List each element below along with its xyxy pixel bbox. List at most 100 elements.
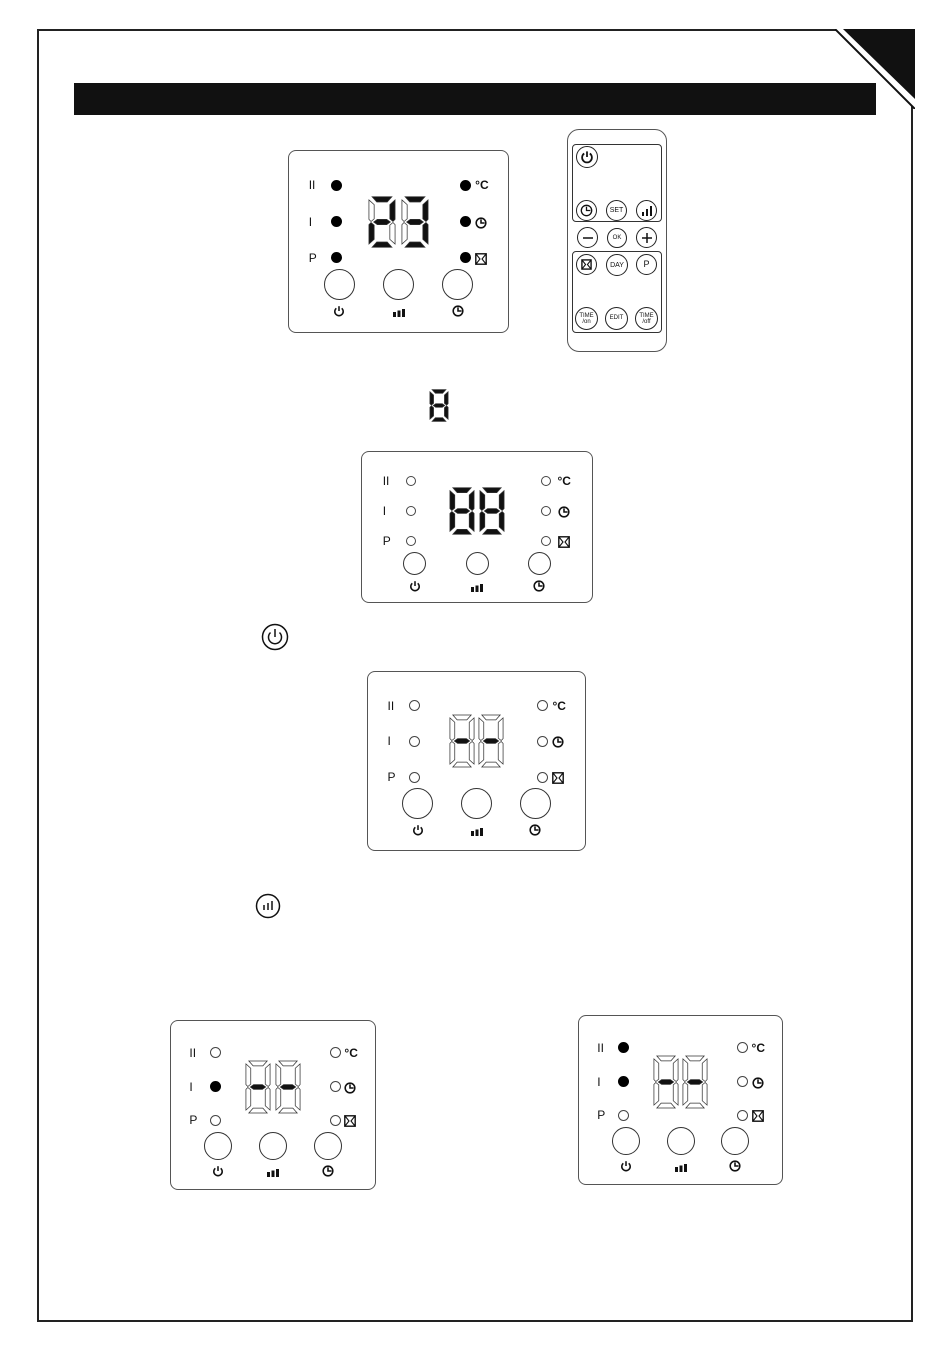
power-button[interactable] <box>403 552 426 575</box>
segment-c <box>390 222 395 244</box>
window-icon <box>344 1115 356 1127</box>
led-level2 <box>210 1047 221 1058</box>
segment-g <box>280 1084 295 1089</box>
fan-button[interactable] <box>667 1127 695 1155</box>
remote-time-off-button[interactable]: TIME /off <box>635 307 658 330</box>
segment-d <box>432 418 446 422</box>
remote-plus-button[interactable] <box>636 227 657 248</box>
display-digit <box>479 486 505 541</box>
segment-b <box>673 1058 678 1081</box>
segment-f <box>276 1063 281 1086</box>
segment-a <box>482 715 500 720</box>
timer-icon <box>529 824 541 836</box>
timer-indicator <box>344 1081 356 1099</box>
segment-e <box>653 1082 658 1105</box>
fan-button[interactable] <box>259 1132 287 1160</box>
led-timer <box>330 1081 341 1092</box>
segment-g <box>484 508 499 513</box>
segment-f <box>479 718 484 741</box>
remote-fan-button[interactable] <box>636 200 657 221</box>
segment-c <box>469 742 474 765</box>
led-level1 <box>406 506 416 516</box>
led-window <box>541 536 551 546</box>
led-program <box>331 252 342 263</box>
display-digit <box>401 195 429 254</box>
timer-icon <box>558 506 570 518</box>
segment-b <box>469 718 474 741</box>
remote-power-button[interactable] <box>576 146 598 168</box>
remote-ok-button[interactable]: OK <box>607 228 627 248</box>
seven-segment-digit <box>682 1054 708 1110</box>
seven-segment-digit <box>449 486 475 536</box>
remote-time-on-bottom: /on <box>582 319 590 325</box>
timer-button[interactable] <box>314 1132 342 1160</box>
segment-c <box>499 742 504 765</box>
led-label-level2: II <box>597 1042 604 1054</box>
led-window <box>330 1115 341 1126</box>
fan-button[interactable] <box>461 788 492 819</box>
segment-f <box>683 1058 688 1081</box>
timer-button[interactable] <box>442 269 473 300</box>
fan-button-symbol <box>675 1159 687 1177</box>
timer-button-symbol <box>322 1164 334 1182</box>
led-window <box>737 1110 748 1121</box>
remote-set-button[interactable]: SET <box>606 200 627 221</box>
segment-b <box>422 200 427 222</box>
segment-f <box>449 718 454 741</box>
segment-b <box>499 718 504 741</box>
power-button[interactable] <box>324 269 355 300</box>
plus-icon <box>641 232 653 244</box>
section-header-bar <box>74 83 876 115</box>
fan-level-icon <box>255 893 281 919</box>
led-program <box>210 1115 221 1126</box>
segment-g <box>374 219 391 224</box>
power-icon <box>333 305 345 317</box>
segment-d <box>405 242 425 247</box>
timer-icon <box>475 217 487 229</box>
led-label-level2: II <box>388 700 395 712</box>
segment-f <box>430 392 434 405</box>
timer-button[interactable] <box>721 1127 749 1155</box>
power-button[interactable] <box>402 788 433 819</box>
timer-button[interactable] <box>528 552 551 575</box>
led-timer <box>460 216 471 227</box>
remote-program-button[interactable]: P <box>636 254 657 275</box>
power-button[interactable] <box>204 1132 232 1160</box>
seven-segment-digit <box>478 713 504 769</box>
fan-button[interactable] <box>383 269 414 300</box>
fan-button[interactable] <box>466 552 489 575</box>
segment-b <box>295 1063 300 1086</box>
led-program <box>406 536 416 546</box>
remote-window-button[interactable] <box>576 254 597 275</box>
power-button[interactable] <box>612 1127 640 1155</box>
led-label-program: P <box>383 535 391 547</box>
led-label-program: P <box>309 252 317 264</box>
led-program <box>618 1110 629 1121</box>
timer-button[interactable] <box>520 788 551 819</box>
single-digit-display <box>429 388 450 424</box>
led-label-level2: II <box>189 1047 196 1059</box>
remote-minus-button[interactable] <box>577 227 598 248</box>
led-label-level1: I <box>388 735 391 747</box>
remote-day-button[interactable]: DAY <box>606 254 628 276</box>
remote-time-on-button[interactable]: TIME /on <box>575 307 598 330</box>
segment-c <box>469 511 474 531</box>
led-temp <box>460 180 471 191</box>
led-label-level2: II <box>309 179 316 191</box>
remote-timer-button[interactable] <box>576 200 597 221</box>
seven-segment-digit <box>275 1059 301 1115</box>
timer-icon <box>533 580 545 592</box>
timer-icon <box>344 1082 356 1094</box>
segment-e <box>246 1087 251 1110</box>
seven-segment-digit <box>401 195 429 249</box>
control-panel-standby: IIIP°C <box>367 671 586 851</box>
remote-edit-button[interactable]: EDIT <box>605 307 628 330</box>
segment-a <box>279 1061 297 1066</box>
segment-d <box>372 242 392 247</box>
window-indicator <box>552 771 564 789</box>
segment-g <box>454 508 469 513</box>
display-digit <box>682 1054 708 1115</box>
control-panel-level-one: IIIP°C <box>170 1020 376 1190</box>
